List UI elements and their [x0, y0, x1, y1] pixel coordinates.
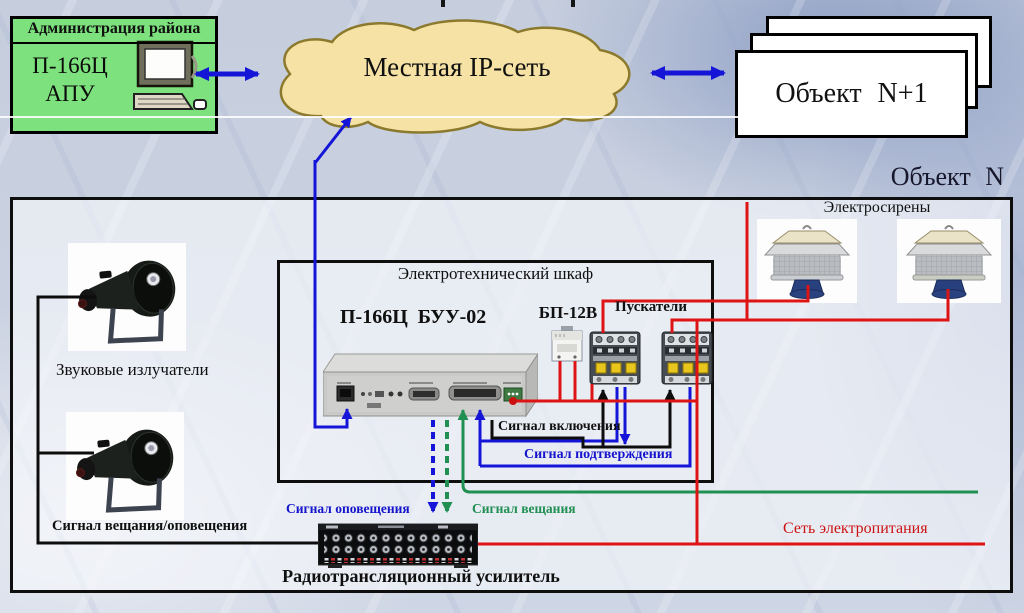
signal-alert-label: Сигнал оповещения [286, 501, 410, 516]
cropped-title-mark [441, 0, 445, 7]
signal-switch-on-label: Сигнал включения [498, 419, 621, 434]
computer-icon [133, 40, 207, 110]
controller-device-image [323, 353, 538, 418]
siren-image [905, 225, 993, 299]
admin-title: Администрация района [10, 16, 218, 44]
power-network-label: Сеть электропитания [783, 520, 928, 537]
object-stack-front: Объект N+1 [735, 50, 968, 138]
contactor-image [589, 331, 641, 385]
power-supply-image [551, 326, 583, 362]
sirens-label: Электросирены [823, 199, 931, 216]
signal-confirmation-label: Сигнал подтверждения [524, 447, 673, 462]
controller-label: П-166Ц БУУ-02 [340, 306, 487, 328]
signal-broadcast-alert-label: Сигнал вещания/оповещения [52, 518, 248, 534]
cabinet-title: Электротехнический шкаф [397, 264, 594, 283]
object-n-title: Объект N [890, 162, 1004, 191]
network-cloud [279, 19, 631, 134]
siren-image [763, 225, 851, 299]
horn-speaker-image [77, 260, 176, 344]
cloud-label: Местная IP-сеть [363, 52, 551, 82]
background-white-line [0, 116, 742, 118]
amplifier-label: Радиотрансляционный усилитель [282, 566, 560, 586]
contactor-image [661, 331, 713, 385]
cropped-title-mark [571, 0, 575, 7]
signal-broadcast-label: Сигнал вещания [472, 501, 576, 516]
contactors-label: Пускатели [615, 299, 687, 315]
apu-line2: АПУ [45, 81, 95, 106]
apu-line1: П-166Ц [32, 53, 108, 78]
horn-speaker-image [75, 429, 174, 513]
speakers-label: Звуковые излучатели [56, 360, 209, 379]
psu-label: БП-12В [538, 303, 598, 322]
apu-equipment-label: П-166Ц АПУ [18, 52, 122, 108]
amplifier-image [318, 523, 478, 568]
